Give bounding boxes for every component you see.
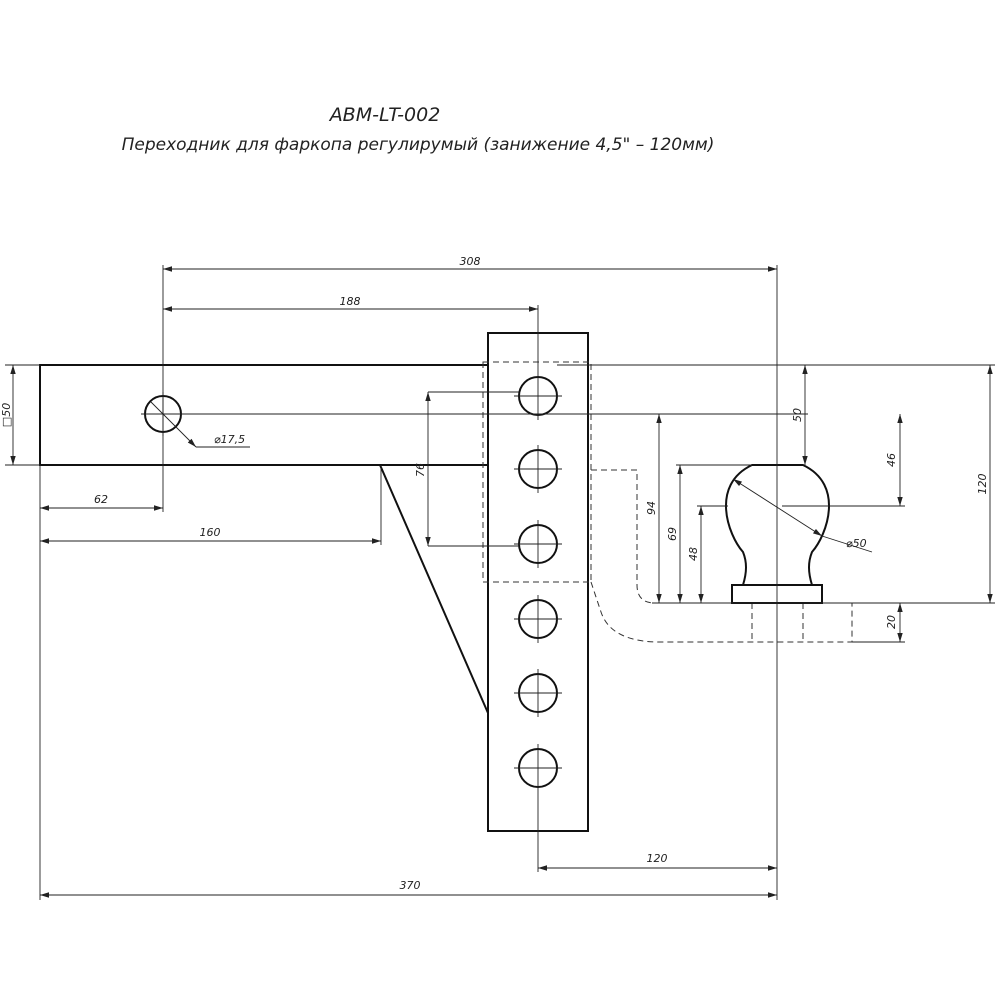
dim-62: 62 — [94, 493, 108, 506]
dim-17-5: ⌀17,5 — [214, 433, 245, 446]
extension-lines — [5, 265, 995, 900]
dim-76: 76 — [414, 463, 427, 477]
gusset-brace — [379, 464, 489, 714]
dim-370: 370 — [400, 879, 421, 892]
shank — [39, 364, 489, 466]
dim-69: 69 — [666, 527, 679, 541]
dimension-labels: 308 188 □50 ⌀17,5 62 160 76 94 69 48 50 … — [0, 255, 989, 892]
dim-188: 188 — [340, 295, 361, 308]
dim-308: 308 — [460, 255, 481, 268]
dim-20: 20 — [885, 615, 898, 629]
ball-mount-outline — [590, 469, 853, 643]
dim-50-square: □50 — [0, 403, 13, 427]
tow-ball — [725, 400, 830, 655]
dimension-lines — [10, 266, 993, 898]
dim-94: 94 — [645, 501, 658, 515]
dim-120-right: 120 — [976, 474, 989, 495]
dim-46: 46 — [885, 453, 898, 467]
drawing-code: ABM-LT-002 — [328, 104, 441, 126]
dim-120-bottom: 120 — [647, 852, 668, 865]
drawing-description: Переходник для фаркопа регулирумый (зани… — [122, 135, 715, 155]
drop-plate — [482, 332, 592, 832]
dim-50: 50 — [791, 408, 804, 422]
dim-160: 160 — [200, 526, 221, 539]
dim-50-ball: ⌀50 — [846, 537, 867, 550]
dim-48: 48 — [687, 547, 700, 561]
